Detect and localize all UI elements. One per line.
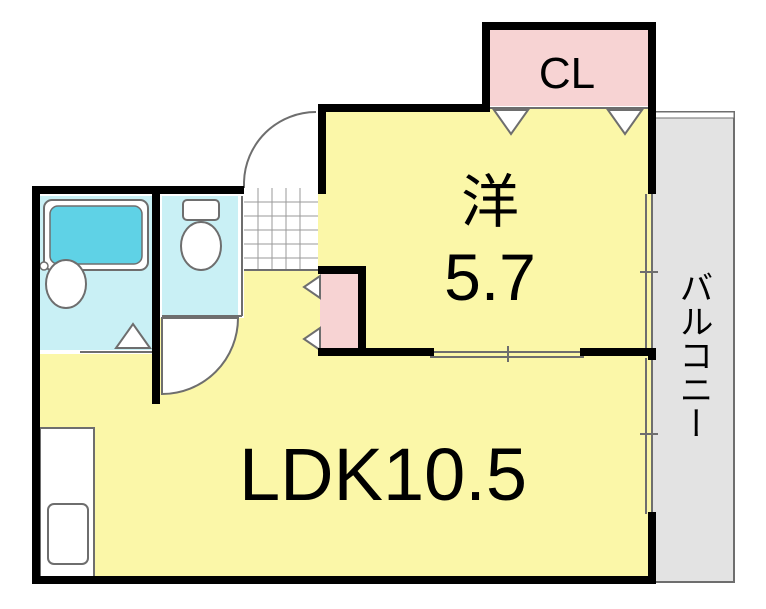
toilet-tank [182, 199, 220, 221]
closet-door-left [492, 109, 530, 136]
toilet-door-swing [161, 317, 240, 396]
bathroom [39, 196, 154, 353]
bathroom-door [114, 322, 152, 349]
western-room-floor [318, 108, 652, 354]
closet: CL [486, 28, 648, 136]
wall-upper [318, 22, 656, 194]
western-room-size: 5.7 [444, 240, 536, 314]
balcony-area [651, 111, 735, 583]
balcony: バルコニー [651, 111, 735, 583]
western-room-label: 洋 [461, 170, 519, 235]
storage-door-bottom [302, 326, 321, 352]
balcony-label: バルコニー [674, 270, 712, 440]
storage-door-top [302, 274, 321, 300]
toilet-room [161, 196, 240, 396]
kitchen-stove [47, 503, 89, 565]
wall-left-block [32, 186, 656, 584]
storage [302, 274, 360, 354]
washbasin [45, 259, 87, 309]
entrance-door-swing [243, 111, 317, 188]
toilet-bowl [180, 221, 222, 271]
closet-floor [486, 28, 648, 106]
western-room: 洋 5.7 [318, 108, 652, 354]
windows [430, 194, 658, 514]
closet-door-right [606, 109, 644, 136]
entrance [243, 111, 318, 270]
entrance-tiles [244, 188, 318, 270]
storage-floor [320, 274, 360, 354]
balcony-railing [651, 111, 735, 119]
faucet-icon [39, 261, 49, 271]
closet-label: CL [539, 49, 595, 98]
bathtub-water [49, 205, 143, 265]
ldk-label: LDK10.5 [239, 433, 527, 516]
thick-walls [32, 22, 656, 584]
